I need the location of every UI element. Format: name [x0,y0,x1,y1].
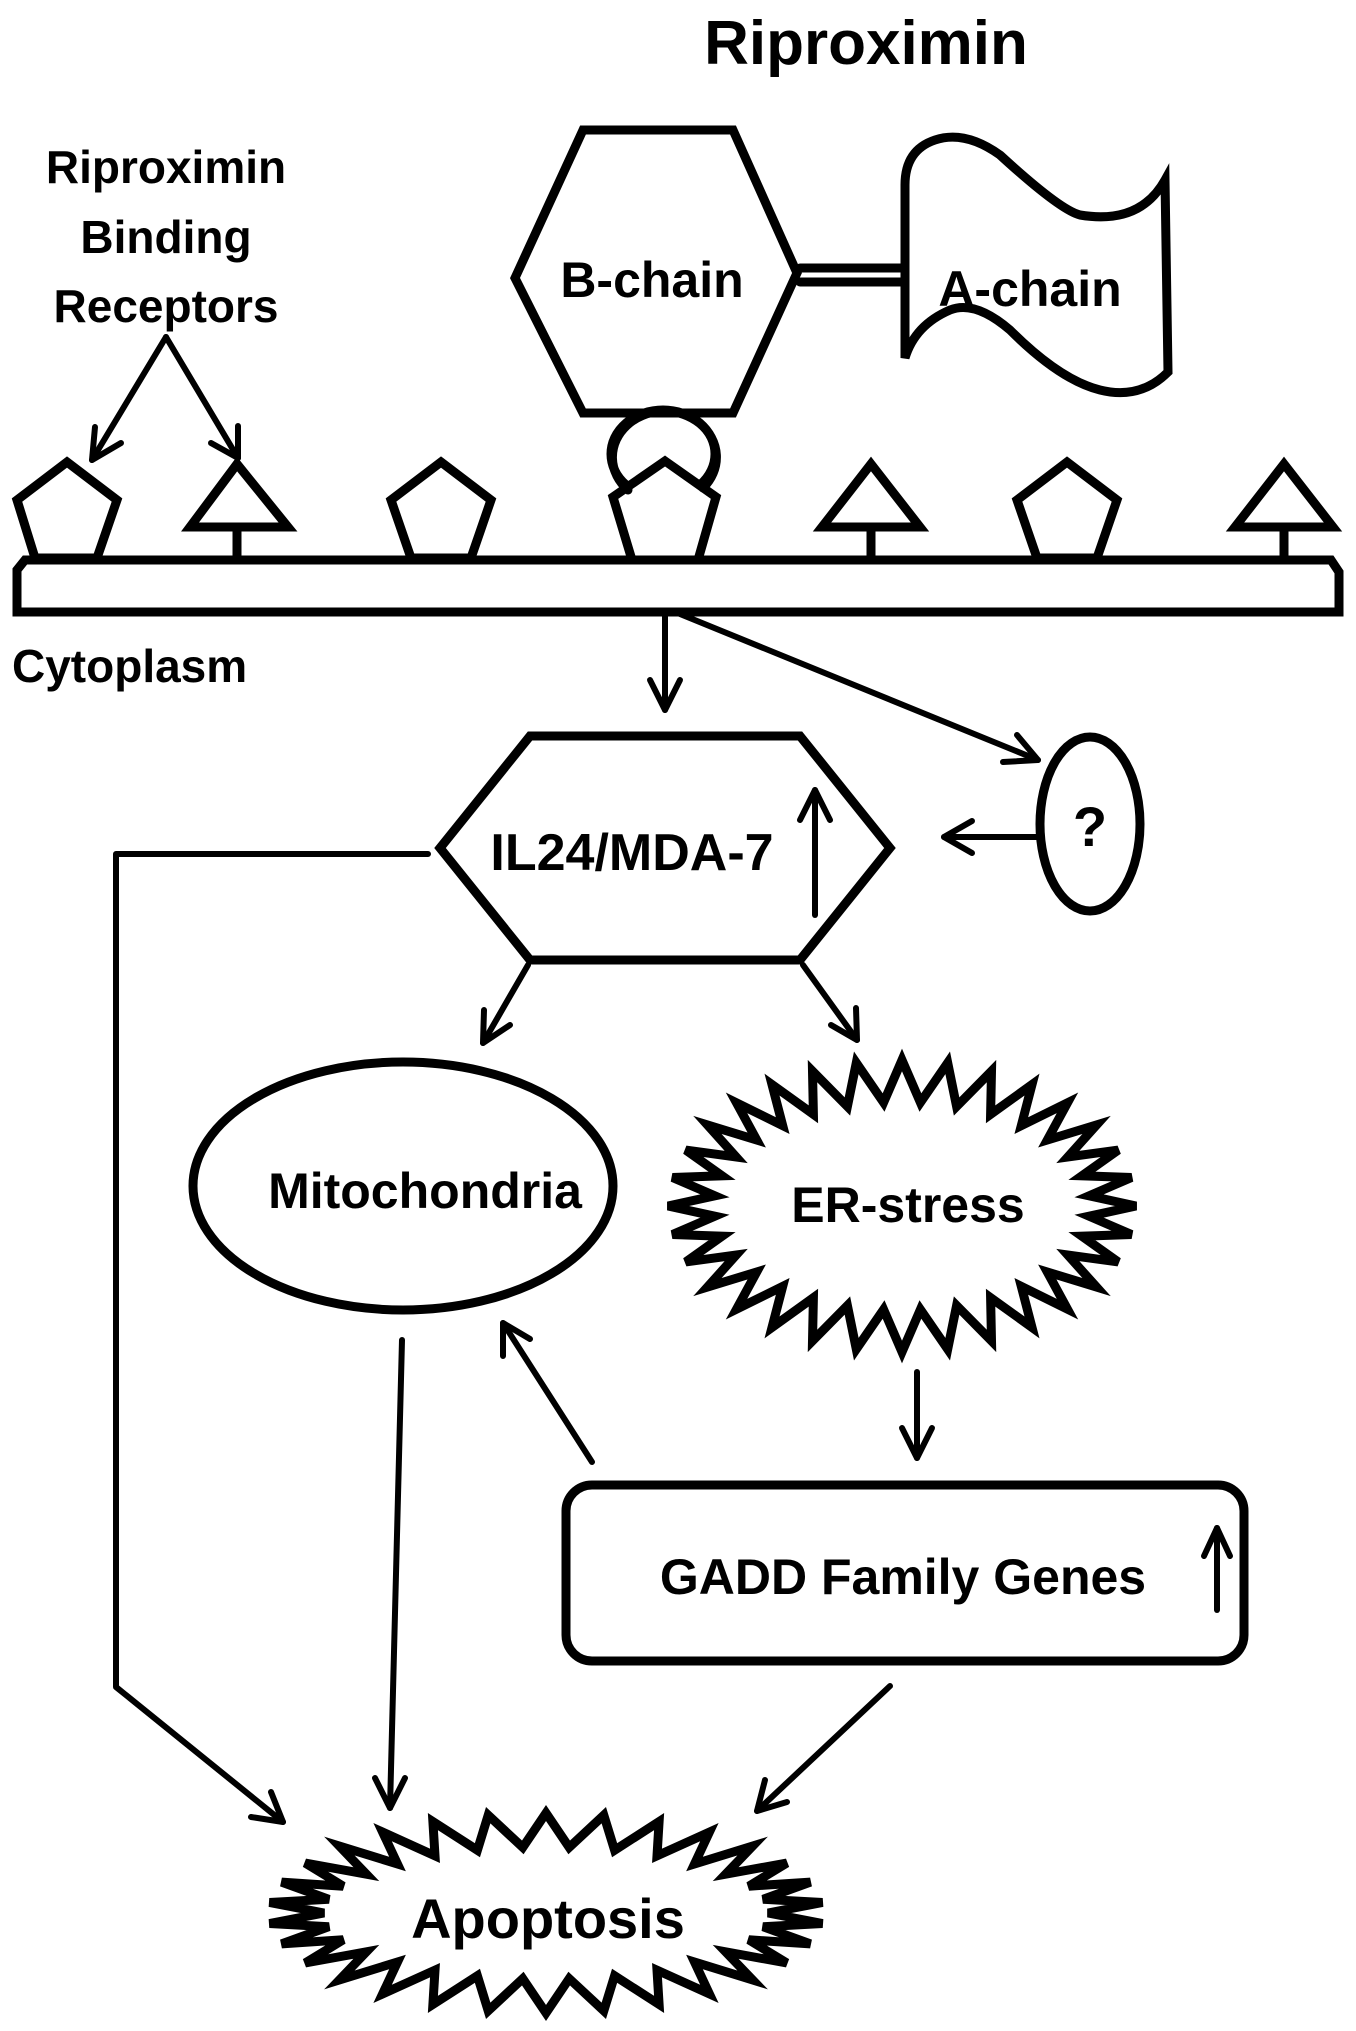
arrowhead [941,818,975,856]
apoptosis-node[interactable]: Apoptosis [268,1804,824,2022]
arrowhead-pentagon-receptor [89,424,124,463]
apoptosis-label: Apoptosis [411,1887,685,1950]
disulfide-bond [795,263,910,287]
arrow-line [500,1320,595,1465]
a-chain-shape [900,132,1173,398]
receptor-label-line2: Binding [80,211,251,263]
receptor-triangle-head [812,456,930,532]
unknown-ellipse [1035,732,1145,916]
arrow-to-triangle-receptor [163,334,241,461]
up-arrow-icon [1201,1525,1233,1613]
arrowhead [248,1789,286,1825]
cytoplasm-label: Cytoplasm [12,640,247,692]
unknown-node[interactable]: ? [1035,732,1145,916]
er-stress-starburst [667,1048,1137,1364]
edge-il24-mitochondria [480,962,531,1046]
er-stress-label: ER-stress [791,1177,1024,1233]
arrowhead [899,1425,935,1461]
edge-er-stress-gadd [899,1369,935,1461]
apoptosis-starburst [268,1804,824,2022]
edge-mitochondria-apoptosis [372,1337,408,1811]
il24-node[interactable]: IL24/MDA-7 [434,731,896,965]
receptor-label: Riproximin Binding Receptors [46,141,286,332]
a-chain: A-chain [900,132,1173,398]
arrow-line [113,851,431,1825]
receptor-triangle[interactable] [812,456,930,565]
arrow-line [800,962,860,1043]
edge-il24-er-stress [800,962,860,1043]
receptor-label-line1: Riproximin [46,141,286,193]
edge-gadd-mitochondria [500,1320,595,1465]
b-chain-hexagon [510,125,802,418]
gadd-node[interactable]: GADD Family Genes [561,1480,1249,1666]
edge-unknown-il24 [941,818,1040,856]
arrowhead [372,1775,408,1811]
gadd-label: GADD Family Genes [660,1549,1146,1605]
gadd-box [561,1480,1249,1666]
arrowhead [1000,732,1041,765]
arrow-to-pentagon-receptor [89,334,169,463]
title: Riproximin [704,9,1028,78]
er-stress-node[interactable]: ER-stress [667,1048,1137,1364]
receptor-pentagon[interactable] [1011,456,1123,563]
il24-hexagon [434,731,896,965]
mitochondria-ellipse [188,1057,618,1315]
receptor-triangle[interactable] [1225,456,1343,565]
arrow-line [754,1683,893,1814]
arrowhead [500,1320,533,1359]
receptor-pentagon[interactable] [385,456,497,563]
receptor-label-arrows [89,334,241,463]
unknown-label: ? [1073,795,1107,858]
arrow-line [387,1337,405,1811]
arrow-line [480,962,531,1046]
receptor-pentagon[interactable] [11,456,123,563]
b-chain: B-chain [510,125,802,418]
arrowhead [828,1005,860,1043]
receptors [11,455,1343,565]
edge-il24-apoptosis [113,851,431,1825]
up-arrow-icon [797,787,833,918]
mitochondria-node[interactable]: Mitochondria [188,1057,618,1315]
mitochondria-label: Mitochondria [268,1163,583,1219]
arrowhead [647,677,683,713]
receptor-label-line3: Receptors [54,280,279,332]
receptor-triangle[interactable] [181,456,298,565]
a-chain-label: A-chain [938,261,1121,317]
receptor-triangle-head [181,456,298,532]
binding-loop-outline [607,406,721,495]
b-chain-label: B-chain [560,252,743,308]
arrowhead [754,1777,790,1814]
edge-membrane-il24 [647,611,683,713]
cell-membrane[interactable] [12,555,1344,617]
arrow-line [677,611,1041,763]
receptor-triangle-head [1225,456,1343,532]
arrowhead-triangle-receptor [208,423,241,461]
edge-gadd-apoptosis [754,1683,893,1814]
receptor-pentagon-bound[interactable] [607,455,722,565]
il24-label: IL24/MDA-7 [490,824,773,882]
arrowhead [480,1007,513,1046]
edge-membrane-unknown [677,611,1041,765]
